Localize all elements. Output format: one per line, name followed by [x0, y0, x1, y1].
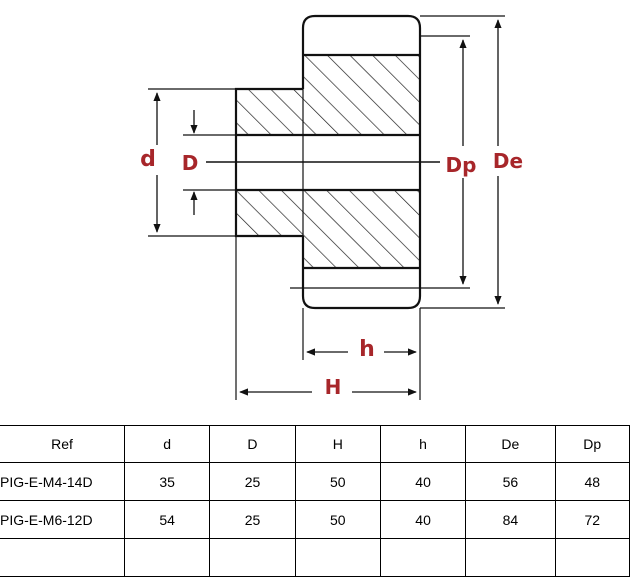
header-De: De [465, 425, 556, 463]
cell-h: 40 [379, 500, 467, 539]
cell-h: 40 [379, 462, 467, 501]
label-d: d [140, 147, 156, 172]
specification-table: Ref d D H h De Dp PIG-E-M4-14D 35 25 50 … [0, 425, 630, 577]
extension-lines [148, 15, 505, 400]
cell-d [124, 538, 211, 577]
table-row: PIG-E-M6-12D 54 25 50 40 84 72 [0, 500, 630, 539]
cell-Dp [554, 538, 630, 577]
cell-De: 56 [465, 462, 556, 501]
cell-H: 50 [294, 500, 381, 539]
cell-ref [0, 538, 126, 577]
label-H: H [325, 375, 342, 399]
header-Dp: Dp [554, 425, 630, 463]
cell-H [294, 538, 381, 577]
cell-D [209, 538, 296, 577]
cell-h [379, 538, 467, 577]
cell-H: 50 [294, 462, 381, 501]
label-h: h [359, 337, 375, 362]
cell-d: 35 [124, 462, 211, 501]
gear-cross-section-diagram: d D Dp De h H [140, 14, 524, 400]
header-h: h [379, 425, 467, 463]
table-header-row: Ref d D H h De Dp [0, 425, 630, 463]
hatched-section [236, 55, 420, 268]
header-H: H [294, 425, 381, 463]
cell-d: 54 [124, 500, 211, 539]
cell-De [465, 538, 556, 577]
header-ref: Ref [0, 425, 126, 463]
cell-ref: PIG-E-M4-14D [0, 462, 126, 501]
table-row [0, 538, 630, 577]
label-De: De [493, 149, 523, 173]
cell-Dp: 72 [554, 500, 630, 539]
cell-D: 25 [209, 462, 296, 501]
label-D: D [182, 151, 199, 175]
table-row: PIG-E-M4-14D 35 25 50 40 56 48 [0, 462, 630, 501]
cell-D: 25 [209, 500, 296, 539]
cell-Dp: 48 [554, 462, 630, 501]
label-Dp: Dp [446, 153, 477, 177]
cell-De: 84 [465, 500, 556, 539]
cell-ref: PIG-E-M6-12D [0, 500, 126, 539]
header-D: D [209, 425, 296, 463]
header-d: d [124, 425, 211, 463]
